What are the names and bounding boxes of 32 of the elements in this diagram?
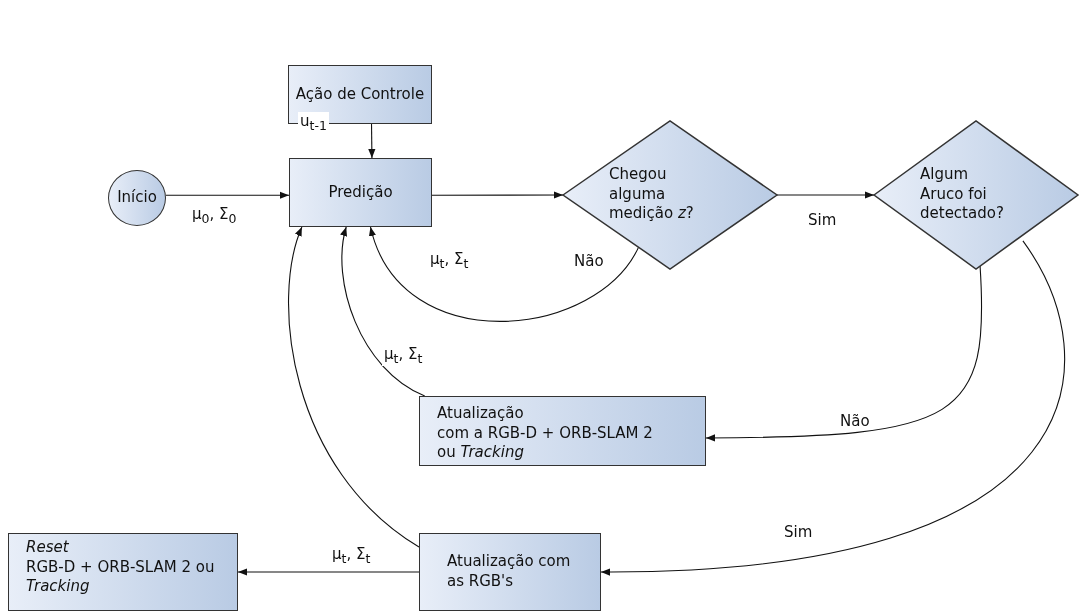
process-box [289, 158, 432, 227]
start-ellipse [108, 170, 166, 226]
edge-label: μ$_{0}$, Σ$_{0}$ [190, 205, 239, 226]
diamond-text: Chegou alguma medição z? [609, 165, 695, 224]
edge-label: μ$_{t}$, Σ$_{t}$ [330, 545, 373, 566]
arrow [237, 568, 420, 576]
process-box [419, 396, 706, 466]
box-text: Predição [328, 182, 393, 203]
box-heading: Reset [26, 538, 69, 558]
arrow [368, 123, 376, 159]
box-text: Início [117, 188, 157, 208]
edge-label: u$_{t-1}$ [298, 112, 329, 133]
arrow [369, 226, 641, 322]
process-box [419, 533, 601, 611]
arrow [340, 226, 426, 397]
box-text: RGB-D + ORB-SLAM 2 ou Tracking [26, 557, 216, 597]
box-text: com a RGB-D + ORB-SLAM 2 ou Tracking [437, 423, 654, 463]
arrow [165, 191, 290, 199]
box-text: Ação de Controle [295, 84, 425, 105]
decision-diamond [563, 121, 777, 269]
process-box [8, 533, 238, 611]
diamond-text: Algum Aruco foi detectado? [920, 165, 1005, 224]
arrow [776, 191, 875, 199]
edge-label: μ$_{t}$, Σ$_{t}$ [382, 345, 425, 366]
arrow [600, 240, 1065, 576]
arrow [705, 265, 983, 442]
box-text: Atualização com as RGB's [447, 552, 572, 591]
arrow [288, 226, 420, 548]
annotation-text: μ$_{t}$, Σ$_{t}$ [428, 250, 471, 271]
arrow [431, 191, 564, 199]
decision-diamond [874, 121, 1078, 269]
box-heading: Atualização [437, 404, 524, 424]
